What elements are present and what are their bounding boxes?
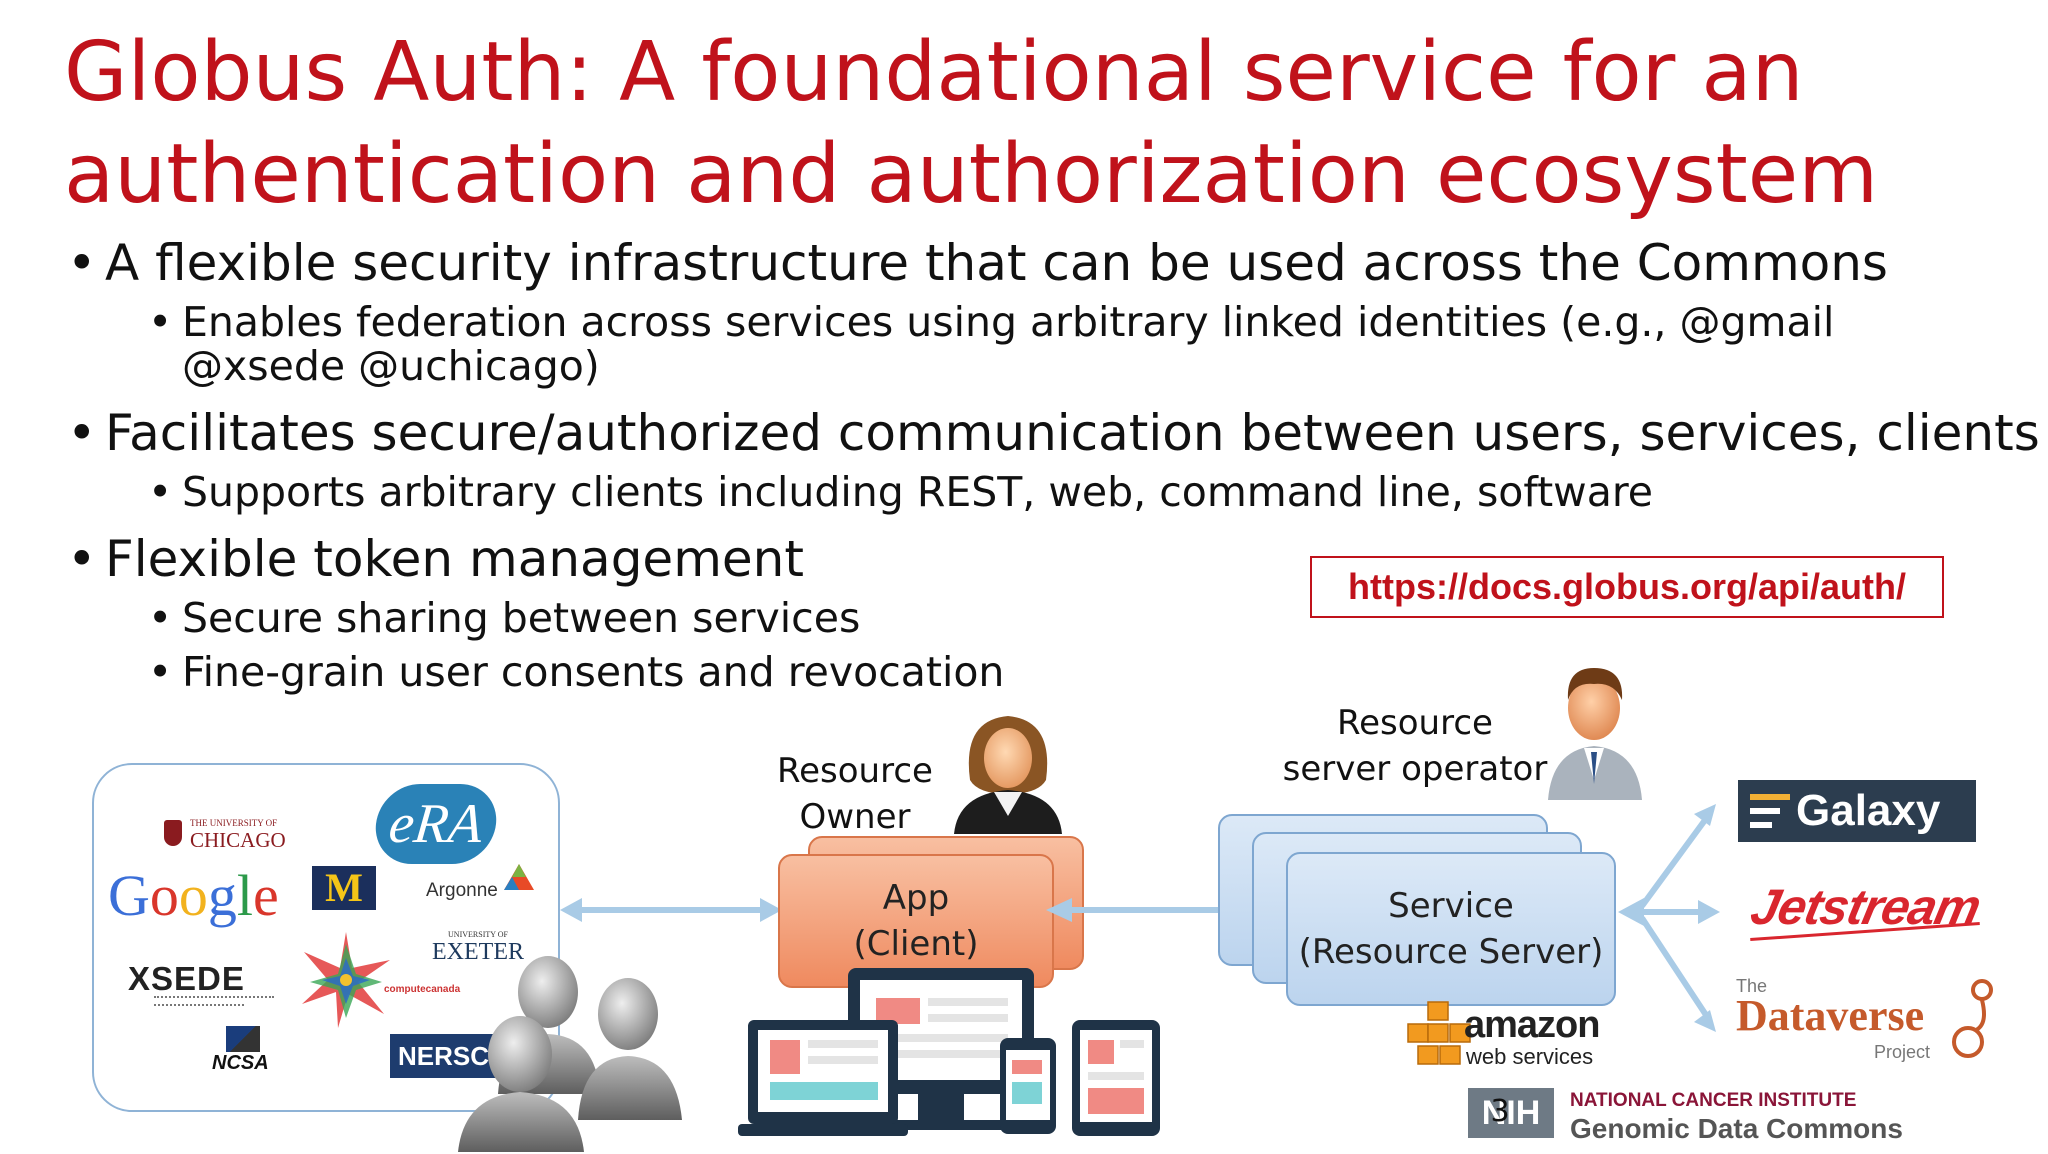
- computecanada-star-icon: [302, 932, 390, 1028]
- computecanada-text: computecanada: [384, 984, 461, 995]
- gdc-text: Genomic Data Commons: [1570, 1113, 1903, 1144]
- client-line-1: App: [882, 878, 950, 918]
- nci-gdc-logo: NATIONAL CANCER INSTITUTE Genomic Data C…: [1570, 1090, 1903, 1146]
- operator-line-2: server operator: [1282, 749, 1548, 789]
- service-line-1: Service: [1388, 886, 1514, 926]
- dataverse-text: Dataverse: [1736, 991, 1925, 1040]
- ncsa-logo: NCSA: [212, 1026, 282, 1075]
- nersc-logo: NERSC: [390, 1034, 508, 1078]
- google-letter: G: [108, 863, 150, 928]
- bullet-text: Flexible token management: [105, 530, 804, 588]
- bullet-infrastructure: • A flexible security infrastructure tha…: [67, 234, 1888, 292]
- michigan-logo: M: [312, 866, 376, 910]
- bullet-communication: • Facilitates secure/authorized communic…: [67, 404, 2040, 462]
- page-number: 3: [1490, 1094, 1510, 1129]
- title-line-2: authentication and authorization ecosyst…: [64, 127, 1879, 222]
- era-logo: eRA: [371, 784, 501, 864]
- dataverse-the-text: The: [1736, 976, 1768, 996]
- uchicago-small-text: THE UNIVERSITY OF: [190, 818, 278, 828]
- bullet-token: • Flexible token management: [67, 530, 804, 588]
- slide-title: Globus Auth: A foundational service for …: [64, 22, 1964, 226]
- service-line-2: (Resource Server): [1298, 932, 1604, 972]
- client-devices-icon: [738, 968, 1160, 1136]
- dataverse-project-text: Project: [1874, 1042, 1931, 1062]
- jetstream-logo: Jetstream: [1746, 879, 1986, 935]
- ncsa-text: NCSA: [212, 1052, 269, 1074]
- sub-bullet-federation: • Enables federation across services usi…: [148, 298, 1882, 390]
- sub-bullet-dot: •: [148, 648, 173, 696]
- service-card[interactable]: Service (Resource Server): [1286, 852, 1616, 1006]
- exeter-small-text: UNIVERSITY OF: [448, 930, 508, 939]
- amazon-text: amazon: [1464, 1004, 1600, 1046]
- sub-bullet-text: Fine-grain user consents and revocation: [182, 648, 1005, 696]
- client-line-2: (Client): [853, 924, 979, 964]
- users-group-icon: [458, 956, 682, 1152]
- sub-bullet-text-2: @xsede @uchicago): [182, 342, 600, 390]
- argonne-triangle-icon: [504, 864, 534, 890]
- argonne-text: Argonne: [426, 880, 498, 901]
- uchicago-shield-icon: [164, 820, 182, 846]
- nih-logo: NIH: [1468, 1088, 1554, 1138]
- galaxy-text: Galaxy: [1796, 786, 1941, 835]
- sub-bullet-text-1: Enables federation across services using…: [182, 298, 1835, 346]
- google-logo: Google: [108, 866, 279, 926]
- google-letter: e: [253, 863, 279, 928]
- galaxy-bar-icon: [1750, 794, 1790, 800]
- client-card[interactable]: App (Client): [778, 854, 1054, 988]
- bullet-dot: •: [67, 404, 97, 462]
- bullet-text: Facilitates secure/authorized communicat…: [105, 404, 2040, 462]
- sub-bullet-clients: • Supports arbitrary clients including R…: [148, 468, 1654, 516]
- google-letter: o: [149, 863, 179, 928]
- sub-bullet-dot: •: [148, 594, 173, 642]
- google-letter: l: [236, 863, 254, 928]
- google-letter: g: [207, 863, 237, 928]
- sub-bullet-sharing: • Secure sharing between services: [148, 594, 861, 642]
- exeter-text: EXETER: [432, 939, 524, 965]
- title-line-1: Globus Auth: A foundational service for …: [64, 25, 1804, 120]
- uchicago-text: CHICAGO: [190, 828, 286, 852]
- dataverse-logo: The Dataverse Project: [1736, 976, 2006, 1066]
- galaxy-logo: Galaxy: [1738, 780, 1976, 842]
- argonne-logo: Argonne: [426, 864, 534, 902]
- resource-owner-avatar-icon: [954, 716, 1062, 834]
- xsede-tagline-decoration: [154, 1004, 244, 1010]
- exeter-logo: UNIVERSITY OF EXETER: [428, 930, 528, 966]
- ncsa-emblem-icon: [226, 1026, 260, 1052]
- xsede-tagline-decoration: [154, 996, 274, 1002]
- docs-url-box: https://docs.globus.org/api/auth/: [1310, 556, 1944, 618]
- dataverse-knot-icon: [1952, 979, 1993, 1058]
- service-fanout-arrows: [1618, 804, 1720, 1032]
- google-letter: o: [178, 863, 208, 928]
- sub-bullet-consents: • Fine-grain user consents and revocatio…: [148, 648, 1005, 696]
- service-label: Service (Resource Server): [1299, 883, 1604, 975]
- client-label: App (Client): [854, 875, 979, 967]
- docs-url-link[interactable]: https://docs.globus.org/api/auth/: [1348, 566, 1906, 607]
- bullet-dot: •: [67, 530, 97, 588]
- resource-owner-line-2: Owner: [799, 797, 911, 837]
- sub-bullet-dot: •: [148, 468, 173, 516]
- aws-logo: amazon web services: [1404, 1000, 1624, 1072]
- bullet-dot: •: [67, 234, 97, 292]
- galaxy-bar-icon: [1750, 808, 1780, 814]
- xsede-logo: XSEDE: [128, 960, 245, 997]
- sub-bullet-text: Supports arbitrary clients including RES…: [182, 468, 1654, 516]
- bullet-text: A flexible security infrastructure that …: [105, 234, 1888, 292]
- operator-line-1: Resource: [1337, 703, 1493, 743]
- google-text: Google: [108, 863, 279, 928]
- resource-owner-label: Resource Owner: [760, 748, 950, 840]
- idp-client-arrow: [560, 898, 782, 922]
- galaxy-bar-icon: [1750, 822, 1772, 828]
- resource-owner-line-1: Resource: [777, 751, 933, 791]
- sub-bullet-text: Secure sharing between services: [182, 594, 861, 642]
- operator-avatar-icon: [1548, 668, 1642, 800]
- aws-subtitle: web services: [1466, 1044, 1594, 1069]
- sub-bullet-dot: •: [148, 298, 173, 346]
- aws-cubes-icon: [1407, 1001, 1471, 1065]
- operator-label: Resource server operator: [1280, 700, 1550, 792]
- nci-text: NATIONAL CANCER INSTITUTE: [1570, 1090, 1857, 1111]
